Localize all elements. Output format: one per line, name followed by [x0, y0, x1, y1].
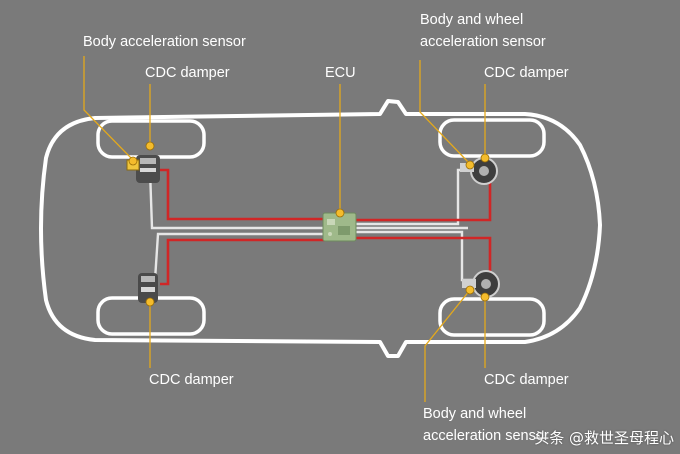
- wheel-front-right: [438, 118, 546, 158]
- label-body-wheel-accel-rear-right-line1: Body and wheel: [423, 406, 527, 422]
- ecu-unit: [322, 212, 357, 242]
- label-cdc-damper-rear-left: CDC damper: [149, 372, 234, 388]
- label-ecu: ECU: [325, 65, 356, 81]
- label-cdc-damper-front-left: CDC damper: [145, 65, 230, 81]
- watermark: 头条 @救世圣母程心: [534, 429, 674, 447]
- white-harness: [148, 168, 485, 282]
- label-body-acceleration-sensor: Body acceleration sensor: [83, 34, 246, 50]
- damper-front-right: [460, 157, 498, 185]
- label-cdc-damper-front-right: CDC damper: [484, 65, 569, 81]
- wheel-rear-right: [438, 297, 546, 337]
- label-body-wheel-accel-rear-right-line2: acceleration sensor: [423, 428, 549, 444]
- red-harness: [160, 168, 492, 286]
- wheel-front-left: [96, 119, 206, 159]
- damper-rear-left: [138, 273, 158, 303]
- label-body-wheel-accel-front-right-line1: Body and wheel: [420, 12, 524, 28]
- leader-dots: [128, 141, 490, 307]
- label-body-wheel-accel-front-right-line2: acceleration sensor: [420, 34, 546, 50]
- leader-lines: [83, 56, 486, 402]
- label-cdc-damper-rear-right: CDC damper: [484, 372, 569, 388]
- car-body-outline: [39, 99, 602, 358]
